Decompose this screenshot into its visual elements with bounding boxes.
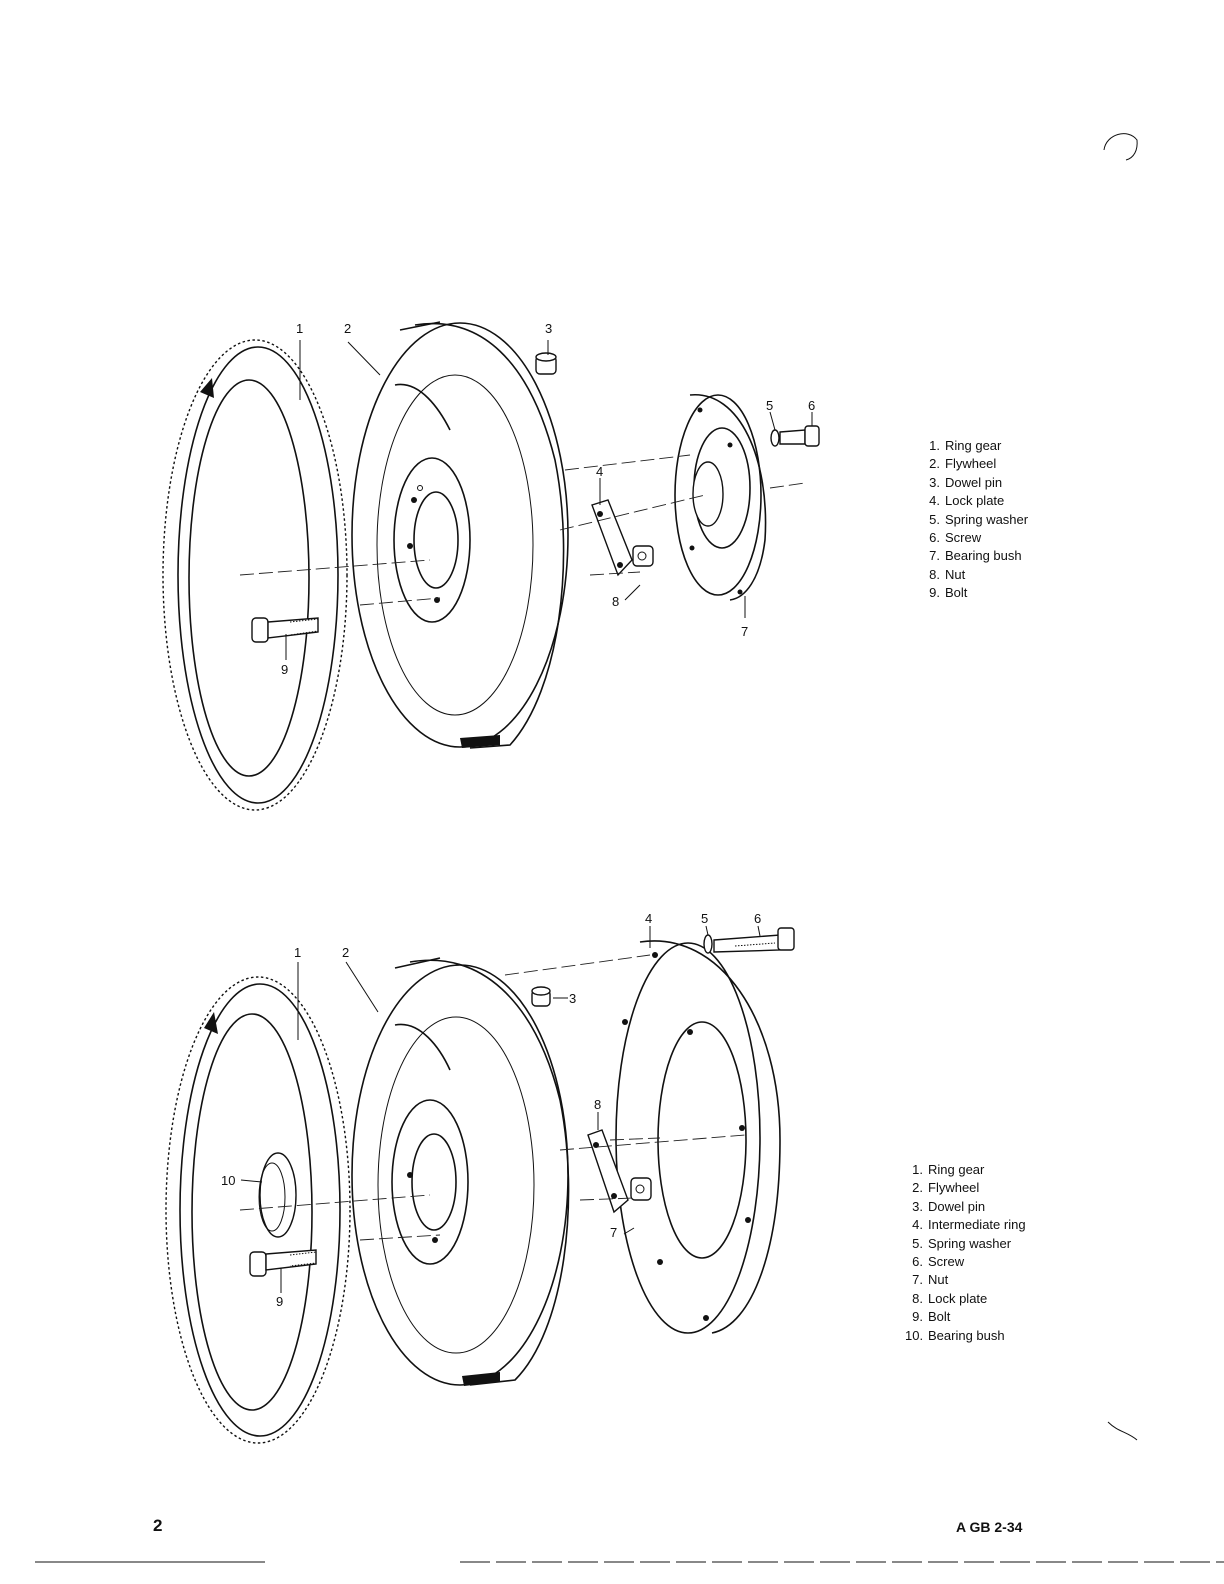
legend-item: 8.Nut bbox=[922, 566, 1028, 584]
intermediate-ring-part bbox=[616, 941, 780, 1333]
legend-item: 7.Nut bbox=[905, 1271, 1026, 1289]
legend-top: 1.Ring gear 2.Flywheel 3.Dowel pin 4.Loc… bbox=[922, 437, 1028, 603]
callout-1: 1 bbox=[296, 321, 303, 336]
legend-item: 8.Lock plate bbox=[905, 1290, 1026, 1308]
callout-7-bottom: 7 bbox=[610, 1225, 617, 1240]
scan-mark-lower bbox=[1108, 1422, 1137, 1440]
legend-item: 3.Dowel pin bbox=[905, 1198, 1026, 1216]
callout-6: 6 bbox=[808, 398, 815, 413]
screw-assembly-part bbox=[771, 426, 819, 446]
lock-plate-part-bottom bbox=[588, 1130, 628, 1212]
page-number: 2 bbox=[153, 1516, 162, 1536]
callout-3: 3 bbox=[545, 321, 552, 336]
lock-plate-part bbox=[592, 500, 632, 575]
legend-item: 6.Screw bbox=[905, 1253, 1026, 1271]
legend-item: 9.Bolt bbox=[905, 1308, 1026, 1326]
legend-item: 1.Ring gear bbox=[905, 1161, 1026, 1179]
callout-7: 7 bbox=[741, 624, 748, 639]
callout-4-bottom: 4 bbox=[645, 911, 652, 926]
callout-5: 5 bbox=[766, 398, 773, 413]
flywheel-part-bottom bbox=[352, 958, 569, 1386]
callout-4: 4 bbox=[596, 464, 603, 479]
legend-item: 6.Screw bbox=[922, 529, 1028, 547]
callout-5-bottom: 5 bbox=[701, 911, 708, 926]
callout-2: 2 bbox=[344, 321, 351, 336]
document-code: A GB 2-34 bbox=[956, 1519, 1022, 1535]
callout-9-bottom: 9 bbox=[276, 1294, 283, 1309]
legend-item: 9.Bolt bbox=[922, 584, 1028, 602]
legend-item: 10.Bearing bush bbox=[905, 1327, 1026, 1345]
bolt-part bbox=[252, 618, 318, 642]
legend-item: 1.Ring gear bbox=[922, 437, 1028, 455]
bearing-bush-part-bottom bbox=[259, 1153, 296, 1237]
callout-8: 8 bbox=[612, 594, 619, 609]
legend-item: 2.Flywheel bbox=[922, 455, 1028, 473]
callout-9: 9 bbox=[281, 662, 288, 677]
ring-gear-part-bottom bbox=[166, 977, 350, 1443]
callout-6-bottom: 6 bbox=[754, 911, 761, 926]
legend-item: 7.Bearing bush bbox=[922, 547, 1028, 565]
callout-10-bottom: 10 bbox=[221, 1173, 235, 1188]
legend-item: 4.Lock plate bbox=[922, 492, 1028, 510]
callout-3-bottom: 3 bbox=[569, 991, 576, 1006]
dowel-pin-part bbox=[536, 353, 556, 374]
legend-item: 5.Spring washer bbox=[905, 1235, 1026, 1253]
legend-item: 4.Intermediate ring bbox=[905, 1216, 1026, 1234]
legend-item: 5.Spring washer bbox=[922, 511, 1028, 529]
screw-assembly-part-bottom bbox=[704, 928, 794, 953]
bolt-part-bottom bbox=[250, 1250, 316, 1276]
nut-part bbox=[633, 546, 653, 566]
dowel-pin-part-bottom bbox=[532, 987, 550, 1006]
legend-bottom: 1.Ring gear 2.Flywheel 3.Dowel pin 4.Int… bbox=[905, 1161, 1026, 1345]
callout-1-bottom: 1 bbox=[294, 945, 301, 960]
nut-part-bottom bbox=[631, 1178, 651, 1200]
flywheel-part bbox=[352, 322, 568, 748]
callout-8-bottom: 8 bbox=[594, 1097, 601, 1112]
bearing-bush-part bbox=[675, 395, 766, 600]
scan-mark bbox=[1104, 134, 1137, 160]
legend-item: 3.Dowel pin bbox=[922, 474, 1028, 492]
ring-gear-part bbox=[163, 340, 347, 810]
callout-2-bottom: 2 bbox=[342, 945, 349, 960]
legend-item: 2.Flywheel bbox=[905, 1179, 1026, 1197]
